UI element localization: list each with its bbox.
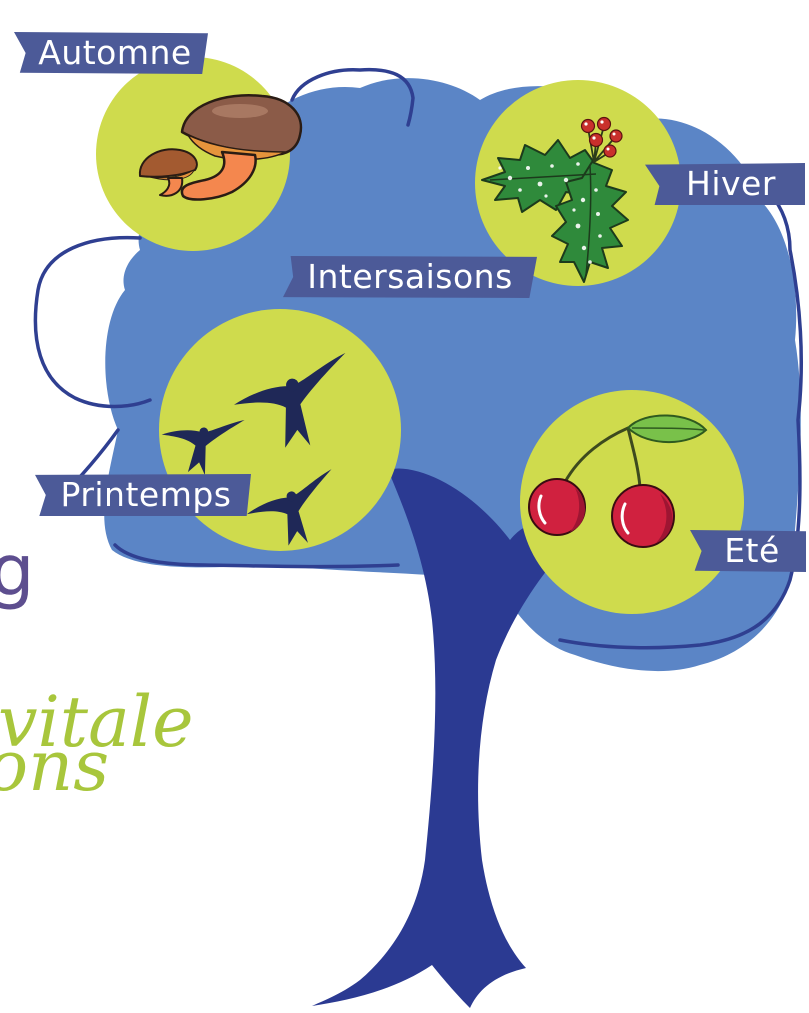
label-intersaisons: Intersaisons bbox=[283, 256, 537, 298]
label-automne-text: Automne bbox=[38, 33, 191, 72]
label-hiver: Hiver bbox=[645, 163, 805, 205]
label-automne: Automne bbox=[14, 32, 208, 74]
label-ete-text: Eté bbox=[724, 531, 780, 570]
label-intersaisons-text: Intersaisons bbox=[307, 257, 513, 296]
cap-highlight bbox=[212, 104, 268, 118]
label-hiver-text: Hiver bbox=[686, 164, 776, 203]
label-printemps-text: Printemps bbox=[61, 475, 232, 514]
label-ete: Eté bbox=[690, 530, 806, 572]
label-printemps: Printemps bbox=[35, 474, 251, 516]
